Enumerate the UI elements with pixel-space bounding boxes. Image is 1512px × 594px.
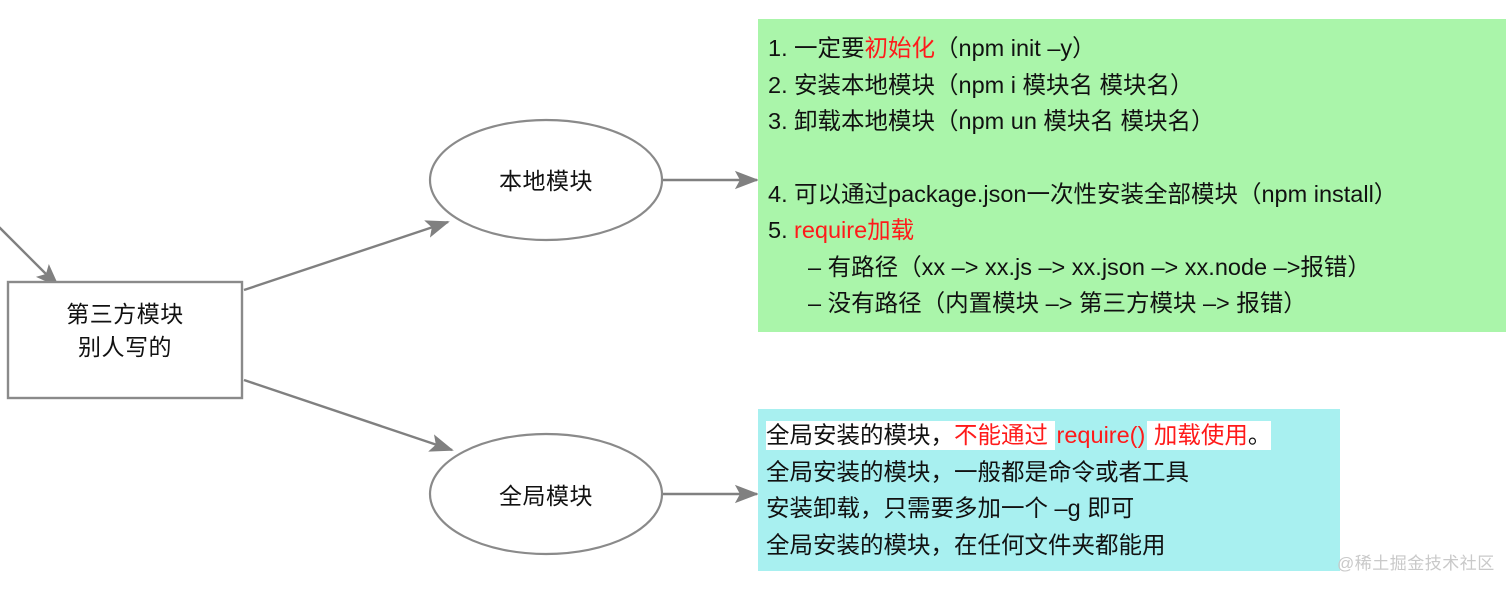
global-callout-line-2: 安装卸载，只需要多加一个 –g 即可 — [766, 490, 1340, 527]
global-callout-line-3: 全局安装的模块，在任何文件夹都能用 — [766, 527, 1340, 564]
local-callout-line-0-part-0: 一定要 — [794, 35, 865, 61]
global-callout-line-0-part-1: 不能通过 — [954, 421, 1055, 450]
callout-local-module: 1.一定要初始化（npm init –y）2.安装本地模块（npm i 模块名 … — [758, 19, 1506, 332]
edge-incoming-to-third-party — [0, 226, 60, 288]
node-local-module-label: 本地模块 — [499, 168, 593, 194]
global-callout-line-2-part-0: 安装卸载，只需要多加一个 –g 即可 — [766, 495, 1135, 521]
local-callout-line-6: – 有路径（xx –> xx.js –> xx.json –> xx.node … — [768, 249, 1506, 286]
global-callout-line-0-part-2: require() — [1054, 421, 1148, 450]
local-callout-line-1-number: 2. — [768, 71, 788, 98]
local-callout-line-2-number: 3. — [768, 108, 788, 134]
global-callout-line-1: 全局安装的模块，一般都是命令或者工具 — [766, 454, 1340, 491]
global-callout-line-0-part-3: 加载使用 — [1147, 421, 1248, 450]
local-callout-line-2-part-0: 卸载本地模块（npm un 模块名 模块名） — [794, 108, 1215, 134]
local-callout-line-4-part-0: 可以通过package.json一次性安装全部模块（npm install） — [794, 180, 1398, 207]
node-global-module-label: 全局模块 — [499, 483, 593, 509]
local-callout-line-1: 2.安装本地模块（npm i 模块名 模块名） — [768, 67, 1506, 104]
global-callout-line-3-part-0: 全局安装的模块，在任何文件夹都能用 — [766, 531, 1166, 558]
local-callout-line-5-number: 5. — [768, 217, 788, 243]
local-callout-line-5-part-0: require加载 — [794, 217, 915, 243]
watermark: @稀土掘金技术社区 — [1337, 554, 1495, 573]
local-callout-line-0: 1.一定要初始化（npm init –y） — [768, 30, 1506, 67]
local-callout-line-6-part-0: – 有路径（xx –> xx.js –> xx.json –> xx.node … — [808, 253, 1371, 280]
local-callout-line-7-part-0: – 没有路径（内置模块 –> 第三方模块 –> 报错） — [808, 290, 1307, 316]
global-callout-line-1-part-0: 全局安装的模块，一般都是命令或者工具 — [766, 458, 1189, 485]
local-callout-line-4: 4.可以通过package.json一次性安装全部模块（npm install） — [768, 176, 1506, 213]
node-third-party-module-label: 第三方模块 别人写的 — [66, 301, 184, 360]
local-callout-line-0-number: 1. — [768, 35, 788, 61]
node-third-party-module[interactable] — [6, 280, 244, 400]
local-callout-line-3 — [768, 140, 1506, 176]
callout-global-module: 全局安装的模块，不能通过 require() 加载使用。全局安装的模块，一般都是… — [758, 409, 1340, 571]
local-callout-line-5: 5.require加载 — [768, 212, 1506, 249]
local-callout-line-0-part-2: （npm init –y） — [935, 35, 1096, 61]
local-callout-line-4-number: 4. — [768, 180, 788, 207]
local-callout-line-7: – 没有路径（内置模块 –> 第三方模块 –> 报错） — [768, 285, 1506, 322]
edge-third-party-to-local — [243, 220, 450, 292]
local-callout-line-0-part-1: 初始化 — [864, 35, 936, 61]
node-global-module[interactable] — [428, 432, 664, 556]
global-callout-line-0-part-0: 全局安装的模块， — [766, 421, 954, 450]
local-callout-line-2: 3.卸载本地模块（npm un 模块名 模块名） — [768, 103, 1506, 140]
edge-third-party-to-global — [243, 378, 454, 452]
local-callout-line-1-part-0: 安装本地模块（npm i 模块名 模块名） — [794, 71, 1194, 98]
node-local-module[interactable] — [428, 118, 664, 242]
global-callout-line-0-part-4: 。 — [1247, 421, 1272, 450]
global-callout-line-0: 全局安装的模块，不能通过 require() 加载使用。 — [766, 417, 1340, 454]
